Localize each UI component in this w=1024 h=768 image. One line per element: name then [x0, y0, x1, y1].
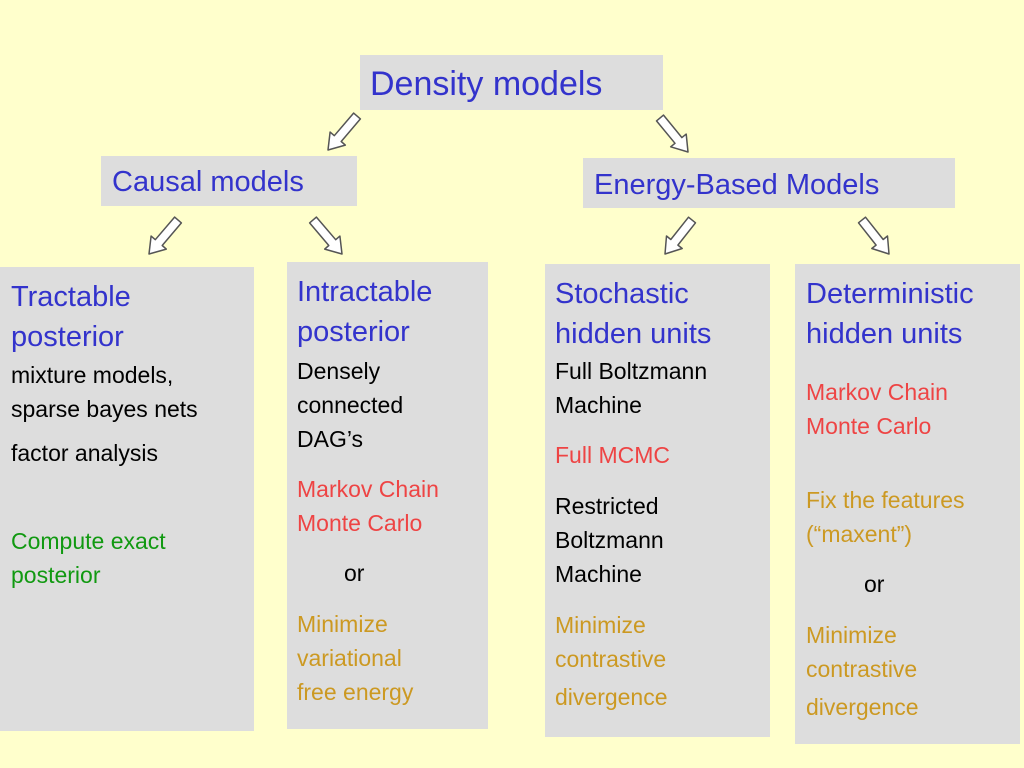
heading-line: posterior [297, 316, 410, 348]
item-mixture-models: mixture models, sparse bayes nets [11, 358, 254, 426]
item-fix-the-features: Fix the features (“maxent”) [806, 483, 1020, 551]
item-line: Minimize [806, 622, 897, 648]
item-markov-chain-monte-carlo: Markov Chain Monte Carlo [806, 375, 1020, 443]
column-heading: Stochastic hidden units [555, 274, 770, 354]
item-or: or [297, 556, 488, 590]
heading-line: Tractable [11, 281, 131, 313]
arrow-to-causal-models [327, 112, 362, 151]
item-line: Markov Chain [297, 476, 439, 502]
density-models-title: Density models [370, 65, 603, 103]
item-line: posterior [11, 562, 101, 588]
heading-line: Stochastic [555, 278, 689, 310]
arrow-to-stochastic-hidden-units [664, 216, 697, 255]
item-restricted-boltzmann-machine: Restricted Boltzmann Machine [555, 489, 770, 591]
item-densely-connected-dags: Densely connected DAG’s [297, 354, 488, 456]
item-line: Minimize [297, 611, 388, 637]
column-body: mixture models, sparse bayes nets factor… [11, 358, 254, 592]
heading-line: hidden units [555, 318, 712, 350]
heading-line: Intractable [297, 276, 433, 308]
item-line: or [344, 560, 365, 586]
stochastic-hidden-units-box: Stochastic hidden units Full Boltzmann M… [545, 264, 770, 737]
intractable-posterior-box: Intractable posterior Densely connected … [287, 262, 488, 729]
item-line: divergence [806, 694, 919, 720]
item-markov-chain-monte-carlo: Markov Chain Monte Carlo [297, 472, 488, 540]
item-line: Monte Carlo [297, 510, 423, 536]
item-line: free energy [297, 679, 414, 705]
item-line: contrastive [806, 656, 918, 682]
column-heading: Tractable posterior [11, 277, 254, 357]
item-line: Densely [297, 358, 381, 384]
item-line: Full Boltzmann [555, 358, 708, 384]
item-compute-exact-posterior: Compute exact posterior [11, 524, 254, 592]
arrow-to-deterministic-hidden-units [857, 216, 890, 255]
heading-line: posterior [11, 321, 124, 353]
item-minimize-contrastive-divergence: Minimize contrastive divergence [555, 608, 770, 714]
item-minimize-contrastive-divergence: Minimize contrastive divergence [806, 618, 1020, 724]
arrow-to-tractable-posterior [148, 216, 183, 255]
item-minimize-variational-free-energy: Minimize variational free energy [297, 607, 488, 709]
tractable-posterior-box: Tractable posterior mixture models, spar… [0, 267, 254, 731]
item-line: Compute exact [11, 528, 166, 554]
heading-line: hidden units [806, 318, 963, 350]
item-line: Boltzmann [555, 527, 664, 553]
column-body: Full Boltzmann Machine Full MCMC Restric… [555, 354, 770, 714]
density-models-box: Density models [360, 55, 663, 110]
item-line: sparse bayes nets [11, 396, 198, 422]
item-line: contrastive [555, 646, 667, 672]
causal-models-box: Causal models [101, 156, 357, 206]
heading-line: Deterministic [806, 278, 974, 310]
item-or: or [806, 567, 1020, 601]
item-full-boltzmann-machine: Full Boltzmann Machine [555, 354, 770, 422]
energy-based-models-title: Energy-Based Models [594, 169, 880, 201]
column-heading: Deterministic hidden units [806, 274, 1020, 354]
deterministic-hidden-units-box: Deterministic hidden units Markov Chain … [795, 264, 1020, 744]
item-line: Fix the features [806, 487, 965, 513]
item-line: Full MCMC [555, 442, 670, 468]
column-body: Markov Chain Monte Carlo Fix the feature… [806, 375, 1020, 724]
causal-models-title: Causal models [112, 166, 304, 198]
column-heading: Intractable posterior [297, 272, 488, 352]
item-line: Markov Chain [806, 379, 948, 405]
energy-based-models-box: Energy-Based Models [583, 158, 955, 208]
item-line: (“maxent”) [806, 521, 913, 547]
item-line: Machine [555, 392, 642, 418]
item-line: Restricted [555, 493, 659, 519]
item-line: variational [297, 645, 402, 671]
item-line: Monte Carlo [806, 413, 932, 439]
item-line: or [864, 571, 885, 597]
column-body: Densely connected DAG’s Markov Chain Mon… [297, 354, 488, 709]
item-line: Minimize [555, 612, 646, 638]
item-full-mcmc: Full MCMC [555, 438, 770, 472]
item-factor-analysis: factor analysis [11, 436, 254, 470]
item-line: mixture models, [11, 362, 174, 388]
arrow-to-intractable-posterior [308, 216, 343, 255]
item-line: connected [297, 392, 404, 418]
item-line: Machine [555, 561, 642, 587]
item-line: DAG’s [297, 426, 364, 452]
item-line: factor analysis [11, 440, 159, 466]
item-line: divergence [555, 684, 668, 710]
arrow-to-energy-based-models [655, 114, 689, 153]
